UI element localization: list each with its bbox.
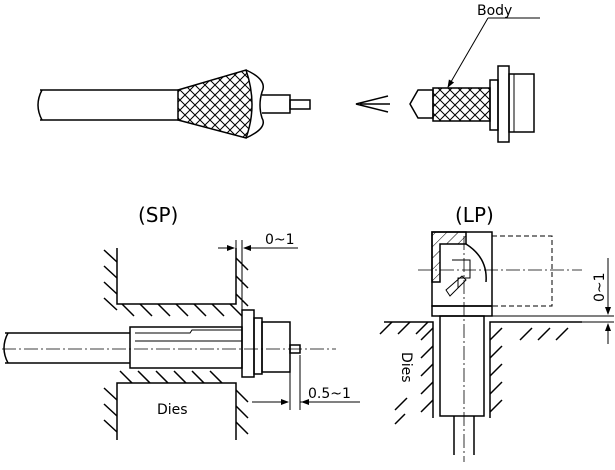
sp-dim-bottom — [252, 355, 360, 410]
sp-title: (SP) — [138, 203, 178, 227]
body-label: Body — [477, 3, 512, 19]
lp-dim-label: 0~1 — [592, 272, 608, 302]
sp-cable-and-connector — [3, 309, 301, 378]
dies-sp-label: Dies — [157, 402, 188, 418]
dies-lp-label: Dies — [398, 352, 414, 383]
sp-dim-top — [218, 240, 298, 312]
lp-cable — [439, 315, 485, 455]
lp-left-die — [379, 321, 434, 425]
insertion-arrow — [355, 95, 390, 113]
connector-body — [409, 17, 540, 143]
lp-right-die — [489, 321, 582, 418]
sp-lower-die — [103, 370, 249, 440]
lp-dim — [492, 258, 614, 344]
lp-connector-head — [431, 231, 553, 317]
sp-dim-bottom-label: 0.5~1 — [308, 386, 351, 402]
sp-upper-die — [103, 248, 249, 317]
sp-dim-top-label: 0~1 — [265, 232, 295, 248]
lp-title: (LP) — [455, 203, 494, 227]
cable-with-braid — [37, 69, 311, 139]
